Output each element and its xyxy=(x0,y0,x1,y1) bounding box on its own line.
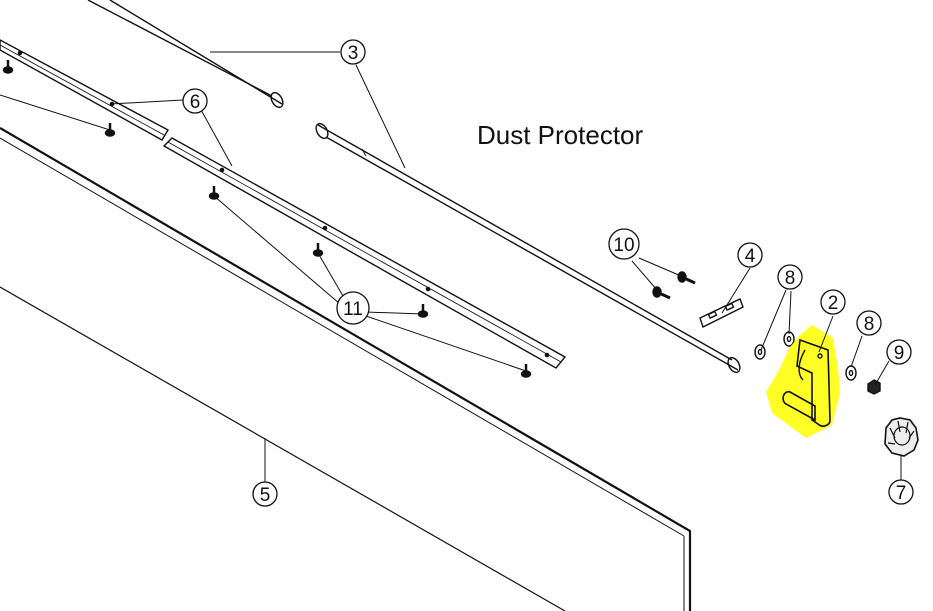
strip-part-6-right xyxy=(162,137,567,369)
leader-lines xyxy=(0,51,902,482)
callout-circles xyxy=(182,39,914,507)
bracket-part-2 xyxy=(766,325,840,438)
callout-8-left: 8 xyxy=(785,268,796,289)
washer-part-8 xyxy=(754,331,857,381)
callout-9: 9 xyxy=(894,343,905,364)
knob-part-7 xyxy=(884,417,919,457)
bolt-part-10 xyxy=(652,271,696,300)
callout-8-right: 8 xyxy=(864,314,875,335)
rod-part-3-lower xyxy=(315,122,741,374)
callout-3: 3 xyxy=(348,43,359,64)
plate-part-4 xyxy=(699,298,744,328)
diagram-title: Dust Protector xyxy=(477,120,644,150)
highlight-marker xyxy=(766,325,840,438)
callout-5: 5 xyxy=(260,485,271,506)
callout-4: 4 xyxy=(745,246,756,267)
strip-part-6-left xyxy=(0,39,169,141)
callout-7: 7 xyxy=(896,483,907,504)
callout-labels: 3 6 11 10 4 8 2 8 9 7 5 xyxy=(190,43,907,506)
callout-2: 2 xyxy=(828,293,839,314)
callout-6: 6 xyxy=(190,92,201,113)
nut-part-9 xyxy=(867,379,881,395)
callout-10: 10 xyxy=(613,235,634,256)
rod-part-3-upper xyxy=(87,0,284,109)
callout-11: 11 xyxy=(343,299,363,320)
screw-part-11 xyxy=(2,60,532,378)
panel-part-5 xyxy=(0,127,692,611)
